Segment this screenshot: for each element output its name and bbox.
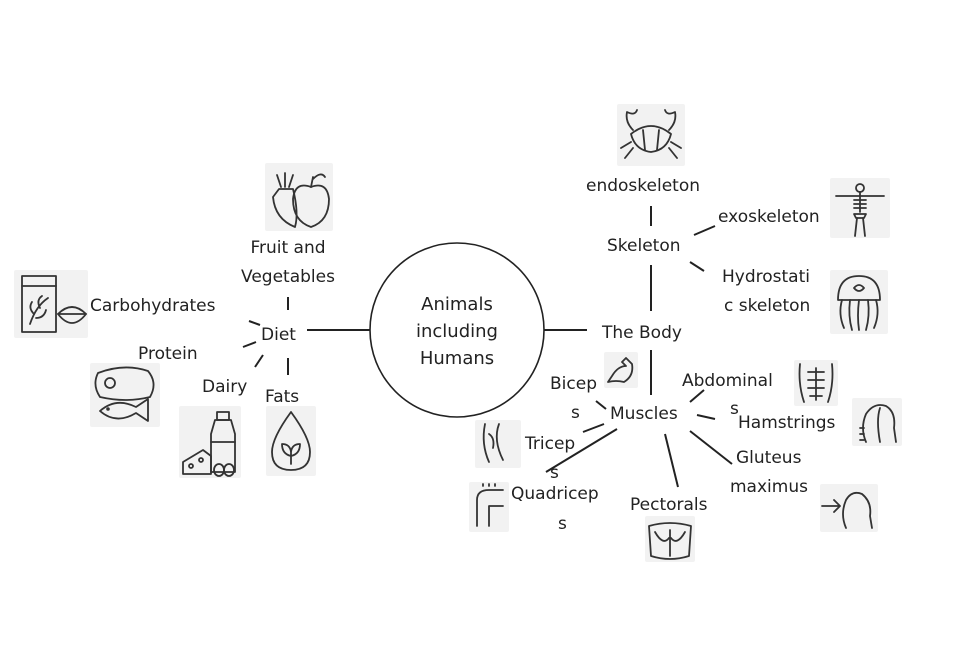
line-muscles-abdominals (689, 389, 705, 403)
pectorals-label: Pectorals (630, 495, 708, 515)
endoskeleton-label: endoskeleton (586, 176, 700, 196)
exoskeleton-label: exoskeleton (718, 207, 820, 227)
gluteus-label-line-1: Gluteus (736, 448, 802, 468)
abdominals-label-line-1: Abdominal (682, 371, 773, 391)
line-diet-protein (242, 341, 257, 348)
line-diet-carbs (248, 320, 261, 326)
quadriceps-label-line-2: s (558, 514, 567, 534)
gluteus-label-line-2: maximus (730, 477, 808, 497)
diet-label: Diet (261, 325, 296, 345)
line-muscles-biceps (595, 400, 607, 410)
hamstrings-label: Hamstrings (738, 413, 836, 433)
meat-fish-icon (90, 363, 160, 427)
carbohydrates-label: Carbohydrates (90, 296, 216, 316)
line-muscles-triceps (582, 423, 605, 433)
oil-drop-icon (266, 406, 316, 476)
abdominals-label-line-2: s (730, 399, 739, 419)
triceps-arm-icon (475, 420, 521, 468)
line-muscles-hamstrings (696, 414, 716, 420)
center-title-line-3: Humans (420, 348, 494, 369)
grain-bread-icon (14, 270, 88, 338)
biceps-arm-icon (604, 352, 638, 388)
triceps-label-line-2: s (550, 463, 559, 483)
fruit-vegetables-icon (265, 163, 333, 231)
line-muscles-gluteus (689, 430, 733, 465)
biceps-label-line-1: Bicep (550, 374, 597, 394)
skeleton-label: Skeleton (607, 236, 681, 256)
dairy-label: Dairy (202, 377, 247, 397)
connectors (242, 206, 733, 488)
hydrostatic-label-line-1: Hydrostati (722, 267, 810, 287)
line-muscles-quadriceps (545, 428, 618, 473)
pectorals-chest-icon (645, 516, 695, 562)
line-muscles-pectorals (664, 433, 679, 488)
abdominals-icon (794, 360, 838, 406)
center-title-line-2: including (416, 321, 498, 342)
hamstrings-icon (852, 398, 902, 446)
line-diet-dairy (254, 354, 264, 368)
human-skeleton-icon (830, 178, 890, 238)
fruit-veg-label-line-1: Fruit and (250, 238, 325, 258)
biceps-label-line-2: s (571, 403, 580, 423)
center-title-line-1: Animals (421, 294, 493, 315)
crab-icon (617, 104, 685, 166)
center-circle (369, 242, 545, 418)
milk-cheese-icon (179, 406, 241, 478)
line-skeleton-exo (693, 225, 716, 236)
muscles-label: Muscles (610, 404, 678, 424)
protein-label: Protein (138, 344, 198, 364)
body-label: The Body (601, 323, 682, 343)
triceps-label-line-1: Tricep (524, 434, 575, 454)
fruit-veg-label-line-2: Vegetables (241, 267, 335, 287)
quadriceps-leg-icon (469, 482, 509, 532)
gluteus-icon (820, 484, 878, 532)
fats-label: Fats (265, 387, 299, 407)
quadriceps-label-line-1: Quadricep (511, 484, 599, 504)
line-skeleton-hydro (689, 261, 705, 272)
jellyfish-icon (830, 270, 888, 334)
hydrostatic-label-line-2: c skeleton (724, 296, 810, 316)
